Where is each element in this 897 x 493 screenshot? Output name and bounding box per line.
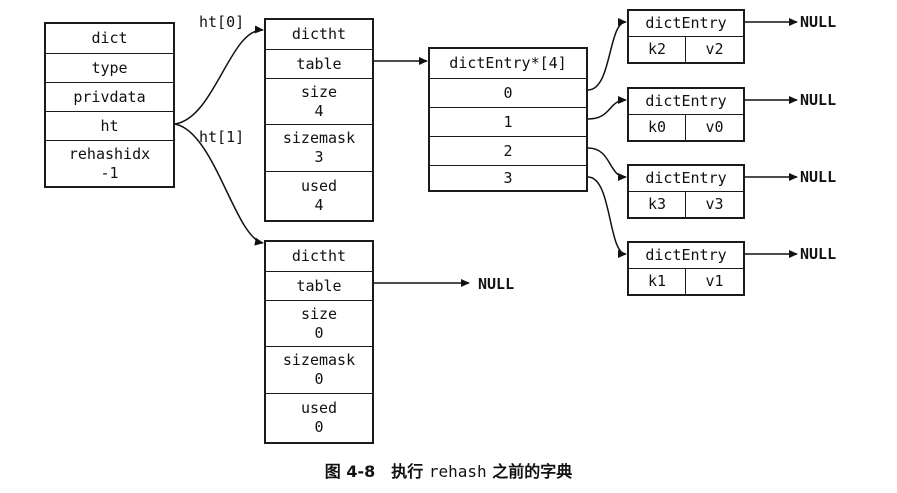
entry-key: k1 bbox=[629, 269, 686, 294]
entry-next-null: NULL bbox=[800, 91, 837, 109]
dict-field-label: type bbox=[91, 58, 128, 77]
dict-field-ht: ht bbox=[46, 111, 173, 140]
table-slot-1: 1 bbox=[430, 107, 586, 136]
dict-field: dict bbox=[46, 24, 173, 53]
ht0-edge-label: ht[0] bbox=[199, 13, 245, 31]
entry-title: dictEntry bbox=[629, 11, 743, 36]
size-label: size bbox=[300, 82, 338, 101]
dictht-title: dictht bbox=[266, 242, 372, 271]
dict-entry-k2: dictEntry k2 v2 bbox=[627, 9, 745, 64]
size-label: size bbox=[300, 304, 338, 323]
entry-title-label: dictEntry bbox=[645, 169, 727, 187]
entry-kv: k1 v1 bbox=[629, 268, 743, 294]
entry-title-label: dictEntry bbox=[645, 14, 727, 32]
table-slot-2: 2 bbox=[430, 136, 586, 165]
dict-field-label: dict bbox=[91, 29, 128, 47]
dictht-sizemask: sizemask 3 bbox=[266, 124, 372, 171]
ht0-dictht: dictht table size 4 sizemask 3 used 4 bbox=[264, 18, 374, 222]
rehashidx-value: -1 bbox=[100, 163, 119, 182]
entry-title: dictEntry bbox=[629, 243, 743, 268]
entry-key: k0 bbox=[629, 115, 686, 140]
dict-struct: dict type privdata ht rehashidx -1 bbox=[44, 22, 175, 188]
sizemask-label: sizemask bbox=[282, 351, 356, 369]
arrow-slot2-entry bbox=[587, 147, 627, 182]
figure-caption: 图 4-8 执行 rehash 之前的字典 bbox=[0, 458, 897, 482]
entry-kv: k3 v3 bbox=[629, 191, 743, 217]
entry-title: dictEntry bbox=[629, 89, 743, 114]
entry-title-label: dictEntry bbox=[645, 246, 727, 264]
slot-index: 3 bbox=[503, 168, 513, 187]
dictht-title-label: dictht bbox=[291, 25, 347, 43]
used-value: 4 bbox=[314, 196, 324, 214]
dict-field-rehashidx: rehashidx -1 bbox=[46, 140, 173, 186]
dictht-used: used 0 bbox=[266, 393, 372, 442]
size-value: 4 bbox=[314, 101, 324, 120]
dict-field: privdata bbox=[46, 82, 173, 111]
caption-prefix: 图 4-8 执行 bbox=[324, 462, 429, 481]
entry-value: v1 bbox=[705, 272, 724, 290]
entry-key: k3 bbox=[629, 192, 686, 217]
caption-suffix: 之前的字典 bbox=[486, 462, 573, 481]
entry-next-null: NULL bbox=[800, 245, 837, 263]
dict-entry-k1: dictEntry k1 v1 bbox=[627, 241, 745, 296]
table-array-header-label: dictEntry*[4] bbox=[449, 54, 567, 72]
arrow-ht1 bbox=[174, 123, 264, 246]
dictht-title-label: dictht bbox=[291, 247, 347, 265]
size-value: 0 bbox=[314, 323, 324, 342]
entry-next-null: NULL bbox=[800, 168, 837, 186]
caption-code: rehash bbox=[428, 462, 487, 481]
arrow-slot1-entry bbox=[587, 95, 627, 120]
dict-field: type bbox=[46, 53, 173, 82]
entry-kv: k0 v0 bbox=[629, 114, 743, 140]
sizemask-label: sizemask bbox=[282, 129, 356, 147]
dictht-table: table bbox=[266, 49, 372, 78]
ht1-table-null: NULL bbox=[478, 275, 515, 293]
rehashidx-label: rehashidx bbox=[68, 144, 151, 163]
table-array: dictEntry*[4] 0 1 2 3 bbox=[428, 47, 588, 192]
dictht-table-label: table bbox=[296, 276, 342, 295]
dictht-table-label: table bbox=[296, 54, 342, 73]
entry-value: v3 bbox=[705, 195, 724, 213]
sizemask-value: 3 bbox=[314, 148, 324, 166]
ht1-edge-label: ht[1] bbox=[199, 128, 245, 146]
arrow-slot3-entry bbox=[587, 176, 627, 259]
entry-kv: k2 v2 bbox=[629, 36, 743, 62]
dictht-used: used 4 bbox=[266, 171, 372, 220]
entry-value: v2 bbox=[705, 40, 724, 58]
arrow-ht0 bbox=[174, 25, 264, 125]
slot-index: 2 bbox=[503, 141, 513, 160]
table-slot-0: 0 bbox=[430, 78, 586, 107]
used-label: used bbox=[300, 399, 338, 417]
dictht-size: size 0 bbox=[266, 300, 372, 346]
used-label: used bbox=[300, 177, 338, 195]
entry-value: v0 bbox=[705, 118, 724, 136]
entry-next-null: NULL bbox=[800, 13, 837, 31]
entry-title-label: dictEntry bbox=[645, 92, 727, 110]
dictht-table: table bbox=[266, 271, 372, 300]
slot-index: 1 bbox=[503, 112, 513, 131]
used-value: 0 bbox=[314, 418, 324, 436]
dictht-size: size 4 bbox=[266, 78, 372, 124]
arrow-slot0-entry bbox=[587, 17, 627, 91]
slot-index: 0 bbox=[503, 83, 513, 102]
dict-field-label: privdata bbox=[73, 87, 146, 106]
dictht-sizemask: sizemask 0 bbox=[266, 346, 372, 393]
dict-entry-k0: dictEntry k0 v0 bbox=[627, 87, 745, 142]
table-slot-3: 3 bbox=[430, 165, 586, 190]
ht1-dictht: dictht table size 0 sizemask 0 used 0 bbox=[264, 240, 374, 444]
dictht-title: dictht bbox=[266, 20, 372, 49]
table-array-header: dictEntry*[4] bbox=[430, 49, 586, 78]
dict-field-label: ht bbox=[100, 116, 119, 135]
entry-title: dictEntry bbox=[629, 166, 743, 191]
sizemask-value: 0 bbox=[314, 370, 324, 388]
entry-key: k2 bbox=[629, 37, 686, 62]
dict-entry-k3: dictEntry k3 v3 bbox=[627, 164, 745, 219]
